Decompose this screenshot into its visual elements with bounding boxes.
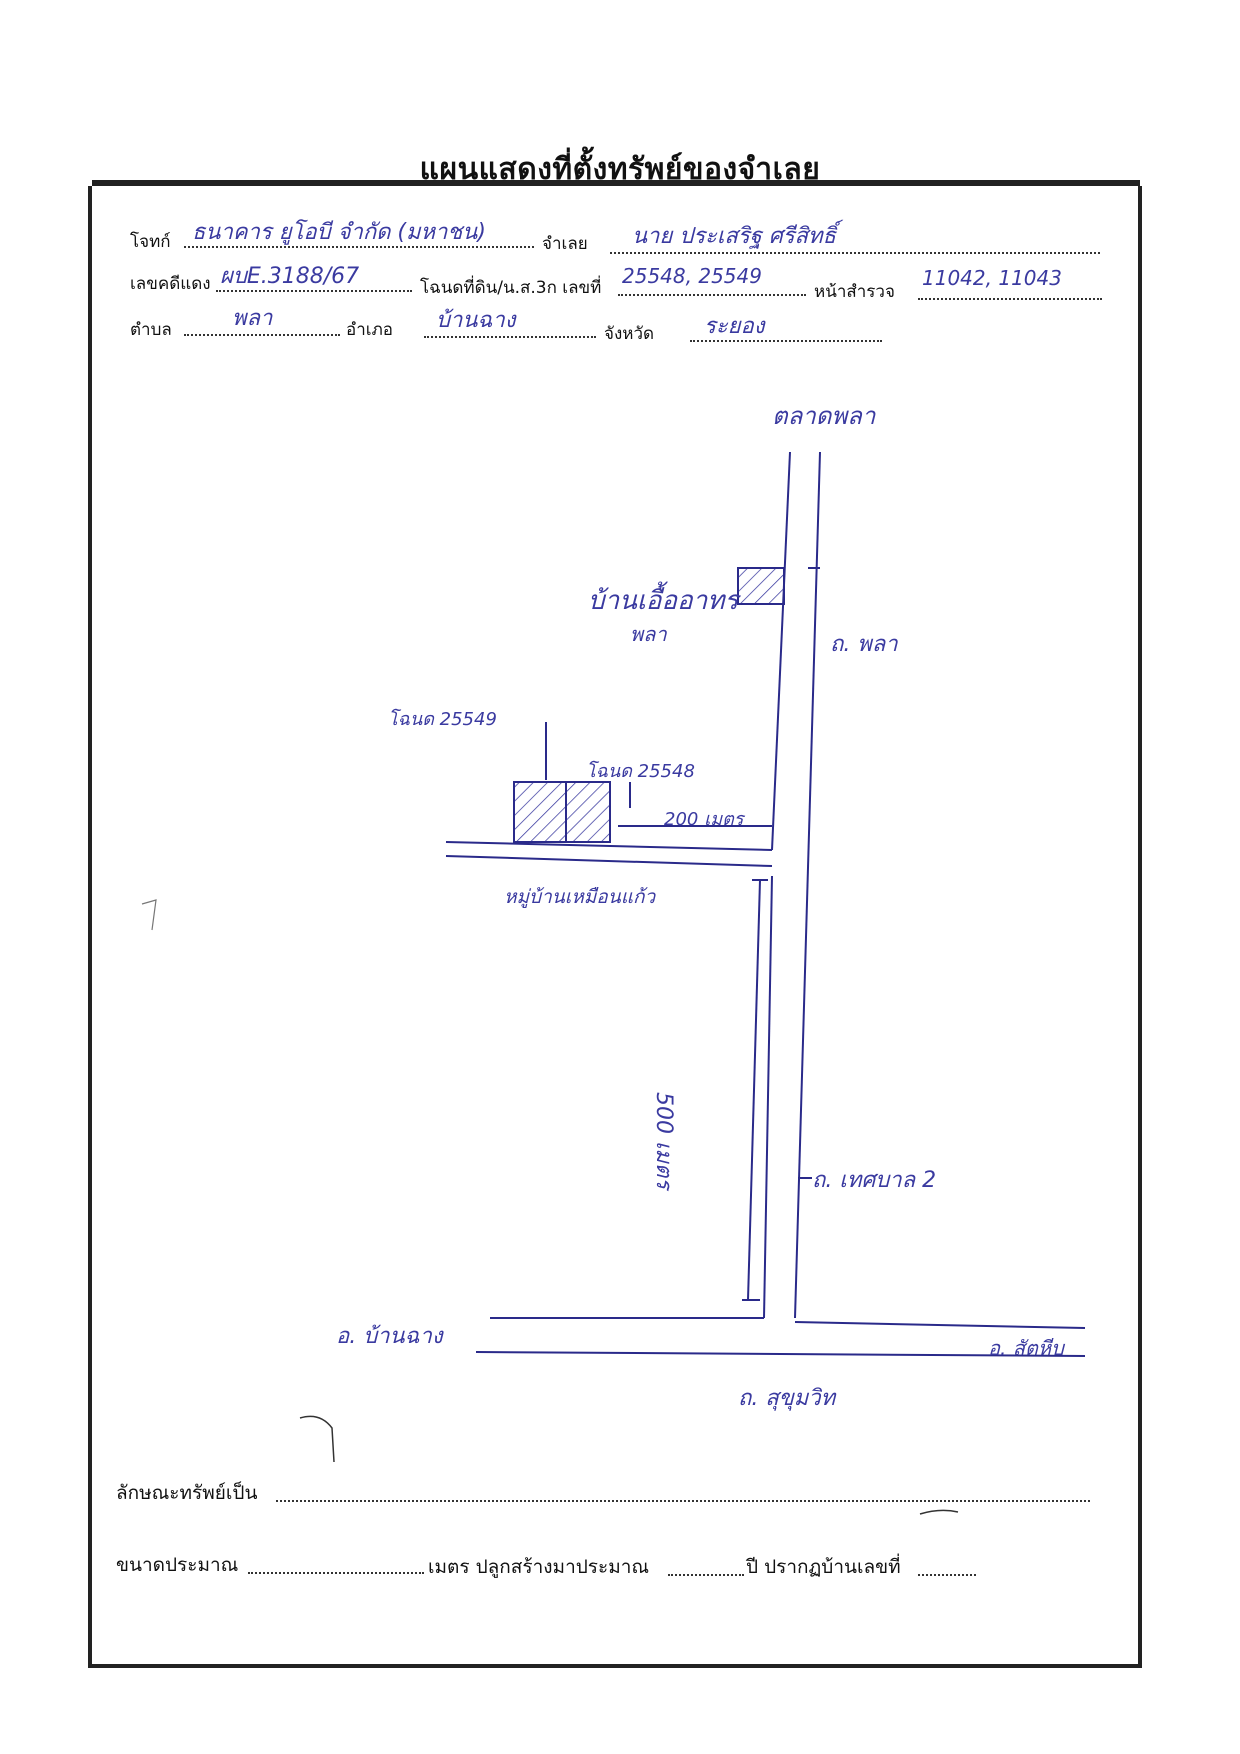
case-label: เลขคดีแดง [130,274,211,294]
case-dotted-line [216,290,412,292]
survey-dotted-line [918,298,1102,300]
province-dotted-line [690,340,882,342]
plaintiff-dotted-line [184,246,534,248]
deed-dotted-line [618,294,806,296]
landmark-building [737,567,785,605]
dist-200-label: 200 เมตร [664,809,744,830]
form-frame [88,186,1142,1668]
survey-label: หน้าสำรวจ [814,282,895,302]
district-dotted-line [424,336,596,338]
road-pla-east-edge [794,451,821,1319]
subdistrict-dotted-line [184,334,340,336]
deed-right-label: โฉนด 25548 [586,761,695,782]
defendant-value: นาย ประเสริฐ ศรีสิทธิ์ [632,224,836,249]
plaintiff-value: ธนาคาร ยูโอบี จำกัด (มหาชน) [192,220,486,245]
road-sukhumvit-east-top [794,1321,1086,1329]
case-value: ผบE.3188/67 [220,264,360,289]
year-label: ปี ปรากฏบ้านเลขที่ [746,1556,901,1578]
landmark-label: บ้านเอื้ออาทร [588,586,739,616]
lane-south-edge [445,855,773,867]
deed-label: โฉนดที่ดิน/น.ส.3ก เลขที่ [420,278,602,298]
defendant-dotted-line [610,252,1100,254]
property-dotted-line [276,1500,1090,1502]
deed-value: 25548, 25549 [622,264,762,288]
subdistrict-label: ตำบล [130,320,172,340]
road-2-west-edge [763,875,773,1319]
district-value: บ้านฉาง [436,308,516,333]
size-dotted-line [248,1572,424,1574]
subdistrict-value: พลา [232,306,273,331]
province-value: ระยอง [704,314,765,339]
village-label: หมู่บ้านเหมือนแก้ว [504,886,656,908]
road-sukhumvit-label: ถ. สุขุมวิท [738,1386,836,1411]
province-label: จังหวัด [604,324,655,344]
frame-top-border [92,180,1140,186]
road-pla-label: ถ. พลา [830,632,898,657]
road-2-label: ถ. เทศบาล 2 [812,1168,937,1193]
road-sukhumvit-bottom [475,1351,1086,1357]
plaintiff-label: โจทก์ [130,232,171,252]
landmark-label-sub: พลา [630,622,667,646]
house-no-dotted-line [918,1574,976,1576]
market-label: ตลาดพลา [772,402,876,430]
lane-north-edge [445,841,773,851]
size-label: ขนาดประมาณ [116,1554,239,1576]
parcel-25548 [565,781,611,843]
property-label: ลักษณะทรัพย์เป็น [116,1482,258,1504]
meter-label: เมตร ปลูกสร้างมาประมาณ [428,1556,650,1578]
year-dotted-line [668,1574,744,1576]
dim-500m-line [747,879,761,1301]
amphoe-right-label: อ. สัตหีบ [988,1336,1064,1360]
district-label: อำเภอ [346,320,393,340]
deed-left-label: โฉนด 25549 [388,709,497,730]
defendant-label: จำเลย [542,234,588,254]
survey-value: 11042, 11043 [922,266,1062,290]
amphoe-left-label: อ. บ้านฉาง [336,1324,443,1349]
road-pla-west-edge [771,451,791,851]
